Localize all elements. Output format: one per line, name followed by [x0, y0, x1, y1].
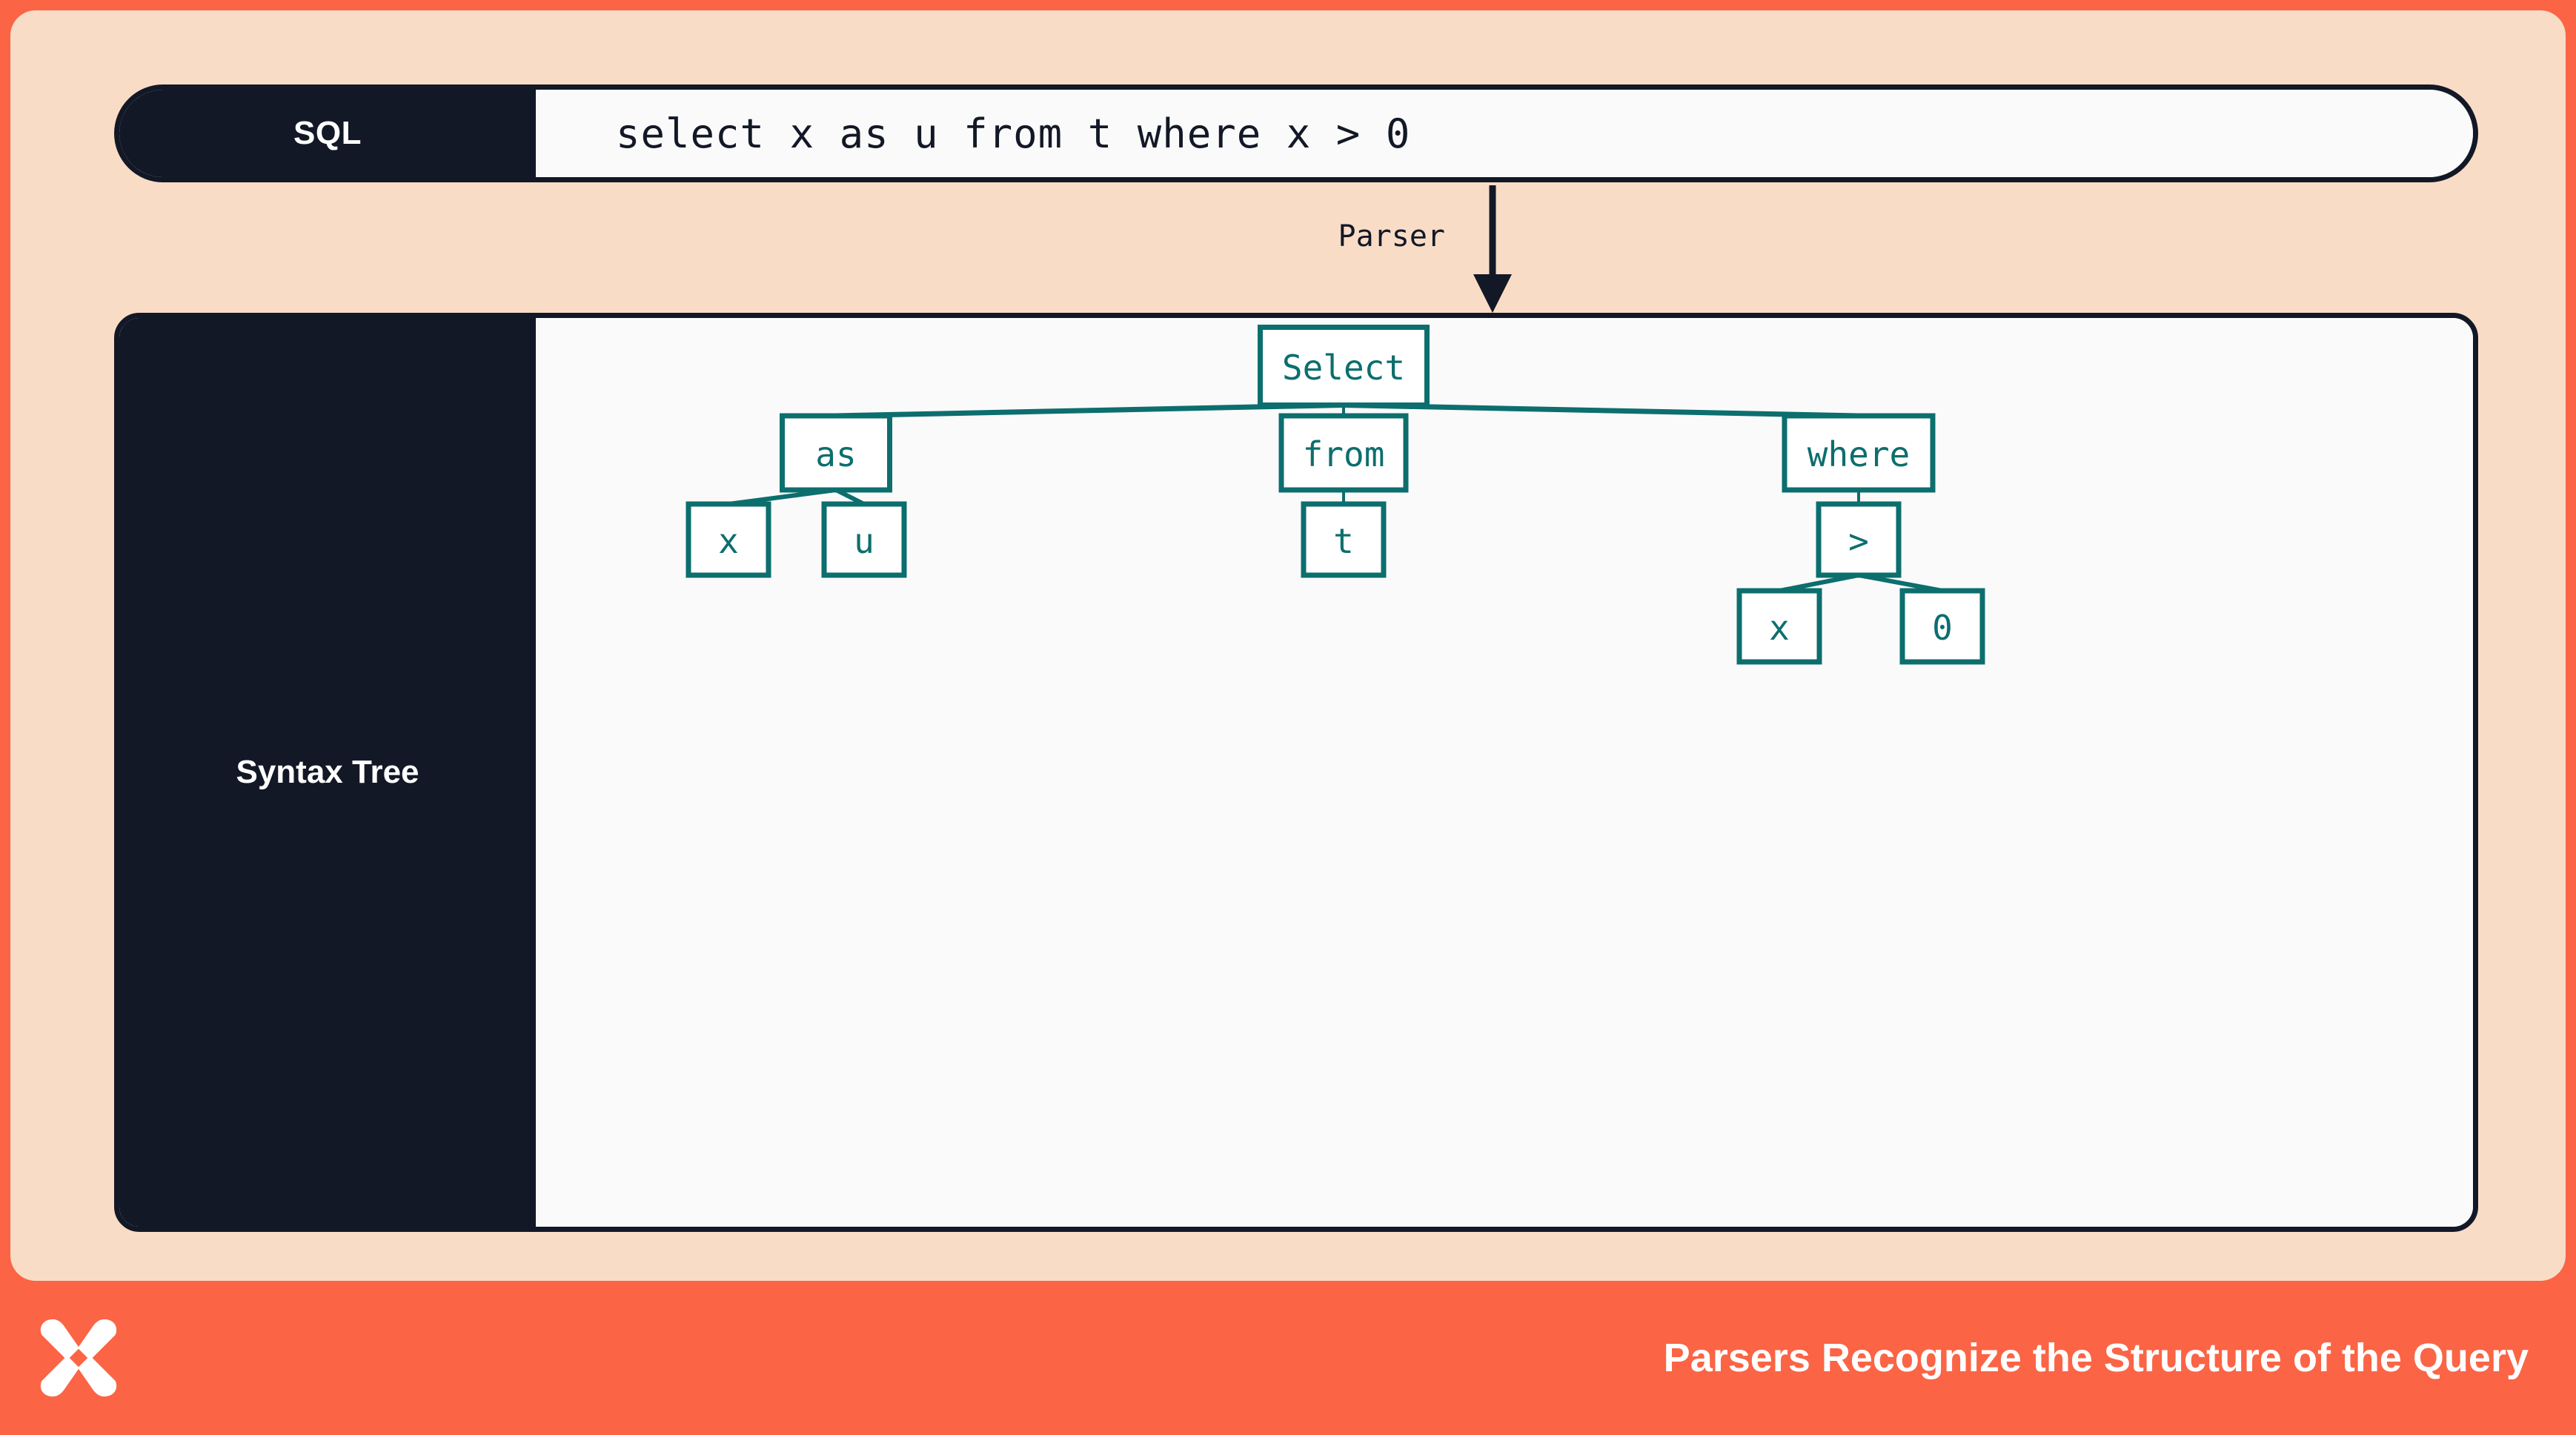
- tree-node-label: as: [815, 434, 856, 474]
- tree-node-box: [1899, 588, 1985, 665]
- tree-node[interactable]: as: [780, 413, 892, 493]
- tree-node-label: x: [718, 521, 739, 561]
- tree-node-box: [1782, 413, 1936, 493]
- sql-label: SQL: [293, 115, 362, 151]
- sql-query-field[interactable]: select x as u from t where x > 0: [536, 90, 2473, 177]
- tree-node-box: [686, 501, 771, 578]
- sql-query-text: select x as u from t where x > 0: [616, 110, 1411, 157]
- parser-label: Parser: [1338, 219, 1446, 253]
- syntax-tree-graphic: Select as from where x u t > x 0: [686, 325, 1985, 665]
- tree-node[interactable]: from: [1278, 413, 1409, 493]
- tree-node-label: >: [1848, 521, 1869, 561]
- sql-input-bar: SQL select x as u from t where x > 0: [114, 84, 2478, 182]
- tree-node-box: [1816, 501, 1902, 578]
- sql-label-box: SQL: [119, 90, 536, 177]
- tree-node[interactable]: 0: [1899, 588, 1985, 665]
- tree-node[interactable]: where: [1782, 413, 1936, 493]
- tree-node-label: t: [1333, 521, 1354, 561]
- tree-node-box: [1278, 413, 1409, 493]
- syntax-tree-panel: Syntax Tree Select as from where x u t > x 0: [114, 313, 2478, 1232]
- tree-node-box: [1258, 325, 1430, 408]
- tree-node-box: [780, 413, 892, 493]
- tree-node[interactable]: u: [821, 501, 907, 578]
- tree-node[interactable]: t: [1301, 501, 1387, 578]
- footer-bar: Parsers Recognize the Structure of the Q…: [0, 1281, 2576, 1435]
- tree-node-box: [821, 501, 907, 578]
- tree-node-box: [1736, 588, 1822, 665]
- tree-node[interactable]: x: [686, 501, 771, 578]
- content-card: SQL select x as u from t where x > 0 Par…: [10, 10, 2566, 1281]
- butterfly-x-logo-icon: [40, 1319, 117, 1397]
- tree-node-label: u: [854, 521, 874, 561]
- footer-title: Parsers Recognize the Structure of the Q…: [1663, 1336, 2529, 1380]
- tree-node-label: from: [1303, 434, 1385, 474]
- tree-node[interactable]: Select: [1258, 325, 1430, 408]
- tree-node[interactable]: x: [1736, 588, 1822, 665]
- tree-node-label: 0: [1932, 608, 1953, 648]
- syntax-tree-canvas: Select as from where x u t > x 0: [536, 318, 2473, 1227]
- syntax-tree-label-box: Syntax Tree: [119, 318, 536, 1227]
- tree-node-layer: Select as from where x u t > x 0: [686, 325, 1985, 665]
- syntax-tree-label: Syntax Tree: [236, 754, 419, 790]
- tree-node[interactable]: >: [1816, 501, 1902, 578]
- tree-node-label: x: [1769, 608, 1790, 648]
- tree-node-box: [1301, 501, 1387, 578]
- tree-node-label: Select: [1282, 348, 1405, 388]
- tree-node-label: where: [1807, 434, 1910, 474]
- parser-transform: Parser: [1263, 185, 1574, 316]
- parser-arrow-icon: [1473, 185, 1512, 313]
